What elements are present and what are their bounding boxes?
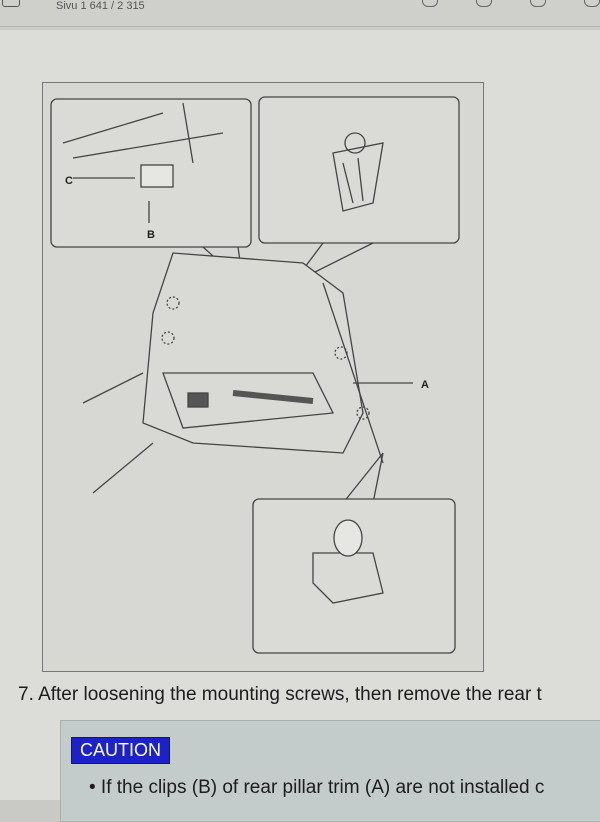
page-indicator: Sivu 1 641 / 2 315 <box>56 0 145 12</box>
rear-pillar-trim-illustration: C B A <box>42 82 484 672</box>
label-a: A <box>421 379 429 391</box>
rotate-icon[interactable] <box>530 0 546 7</box>
sidebar-toggle-icon[interactable] <box>2 0 20 7</box>
share-icon[interactable] <box>584 0 600 7</box>
caution-badge: CAUTION <box>71 737 170 764</box>
search-icon[interactable] <box>422 0 438 7</box>
caution-box: CAUTION • If the clips (B) of rear pilla… <box>60 720 600 822</box>
label-c: C <box>65 175 73 187</box>
toolbar-icons <box>422 0 600 7</box>
label-b: B <box>147 229 155 241</box>
caution-text: • If the clips (B) of rear pillar trim (… <box>89 777 545 798</box>
markup-icon[interactable] <box>476 0 492 7</box>
step-7-text: 7. After loosening the mounting screws, … <box>18 684 542 705</box>
pdf-toolbar: Sivu 1 641 / 2 315 <box>0 0 600 27</box>
